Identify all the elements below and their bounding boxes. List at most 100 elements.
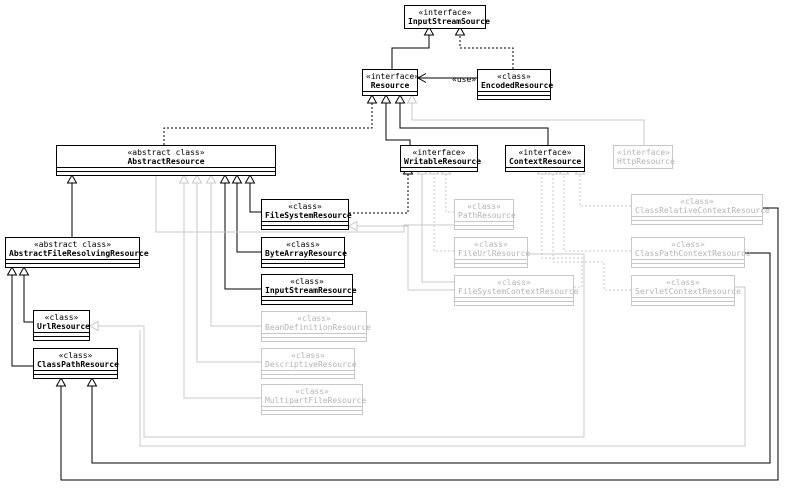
node-beandefinitionresource[interactable]: «class»BeanDefinitionResource — [261, 311, 371, 342]
edge-extends — [357, 225, 454, 291]
node-stereotype: «class» — [474, 240, 508, 249]
node-member-section — [478, 91, 550, 95]
edge-label: «use» — [452, 75, 477, 84]
node-stereotype: «interface» — [366, 72, 419, 81]
node-stereotype: «class» — [497, 278, 531, 287]
node-urlresource[interactable]: «class»UrlResource — [33, 310, 90, 341]
node-header: «interface»HttpResource — [614, 146, 675, 168]
node-member-section — [632, 301, 734, 305]
node-contextresource[interactable]: «interface»ContextResource — [505, 145, 585, 172]
inheritance-arrowhead — [244, 173, 256, 184]
edge-implements — [579, 174, 631, 207]
node-httpresource[interactable]: «interface»HttpResource — [613, 145, 675, 169]
node-name: WritableResource — [404, 157, 482, 166]
node-classrelativecontextresource[interactable]: «class»ClassRelativeContextResource — [631, 194, 770, 225]
node-multipartfileresource[interactable]: «class»MultipartFileResource — [261, 384, 366, 415]
node-stereotype: «class» — [666, 278, 700, 287]
edge-implements — [445, 174, 454, 213]
node-classpathcontextresource[interactable]: «class»ClassPathContextResource — [631, 237, 751, 268]
node-stereotype: «interface» — [412, 148, 466, 157]
node-header: «abstract class»AbstractResource — [57, 146, 275, 167]
node-member-section — [455, 225, 513, 229]
node-member-section — [34, 336, 89, 340]
node-member-section — [478, 95, 550, 99]
node-header: «class»UrlResource — [34, 311, 90, 332]
node-header: «abstract class»AbstractFileResolvingRes… — [6, 238, 149, 259]
node-stereotype: «class» — [44, 313, 79, 322]
node-stereotype: «class» — [295, 387, 329, 396]
node-member-section — [34, 374, 117, 378]
edge-extends — [249, 183, 261, 213]
node-member-section — [632, 220, 762, 224]
node-stereotype: «interface» — [518, 148, 572, 157]
node-fileurlresource[interactable]: «class»FileUrlResource — [454, 237, 531, 268]
node-bytearrayresource[interactable]: «class»ByteArrayResource — [261, 237, 347, 268]
node-abstractfileresolvingresource[interactable]: «abstract class»AbstractFileResolvingRes… — [5, 237, 149, 268]
node-inputstreamsource[interactable]: «interface»InputStreamSource — [404, 5, 490, 29]
node-name: AbstractFileResolvingResource — [9, 249, 149, 258]
node-member-section — [262, 333, 366, 337]
inheritance-arrowhead — [231, 173, 243, 184]
node-member-section — [506, 167, 584, 171]
node-stereotype: «interface» — [617, 148, 670, 157]
node-member-section — [632, 297, 734, 301]
node-header: «class»ClassPathContextResource — [632, 238, 751, 259]
edge-extends — [224, 183, 261, 290]
node-stereotype: «class» — [467, 202, 501, 211]
node-header: «class»FileSystemResource — [262, 200, 352, 221]
inheritance-arrowhead — [18, 265, 30, 276]
node-member-section — [262, 300, 352, 304]
node-name: ClassPathContextResource — [635, 249, 751, 258]
edge-extends — [411, 103, 645, 145]
node-header: «class»ClassRelativeContextResource — [632, 195, 770, 216]
dependency-arrowhead — [416, 73, 427, 83]
node-header: «class»ByteArrayResource — [262, 238, 347, 259]
node-name: ClassRelativeContextResource — [635, 206, 770, 215]
node-filesystemcontextresource[interactable]: «class»FileSystemContextResource — [454, 275, 578, 306]
node-header: «interface»ContextResource — [506, 146, 584, 167]
node-filesystemresource[interactable]: «class»FileSystemResource — [261, 199, 352, 230]
node-header: «interface»Resource — [363, 70, 419, 91]
node-header: «class»MultipartFileResource — [262, 385, 366, 406]
node-pathresource[interactable]: «class»PathResource — [454, 199, 516, 230]
node-member-section — [262, 259, 344, 263]
node-name: FileUrlResource — [458, 249, 531, 258]
edge-extends — [196, 183, 261, 363]
node-member-section — [363, 91, 417, 95]
node-stereotype: «class» — [291, 351, 325, 360]
edge-extends — [11, 275, 33, 367]
node-name: ByteArrayResource — [265, 249, 347, 258]
node-name: AbstractResource — [127, 157, 205, 166]
node-writableresource[interactable]: «interface»WritableResource — [400, 145, 482, 172]
inheritance-arrowhead — [205, 173, 217, 184]
edge-implements — [541, 174, 583, 288]
node-header: «interface»WritableResource — [401, 146, 482, 167]
inheritance-arrowhead — [406, 93, 418, 104]
node-member-section — [262, 225, 348, 229]
node-name: InputStreamSource — [408, 17, 490, 26]
node-resource[interactable]: «interface»Resource — [362, 69, 419, 96]
node-name: ServletContextResource — [635, 287, 741, 296]
node-header: «class»DescriptiveResource — [262, 349, 357, 370]
node-member-section — [262, 296, 352, 300]
node-encodedresource[interactable]: «class»EncodedResource — [477, 69, 553, 100]
node-abstractresource[interactable]: «abstract class»AbstractResource — [56, 145, 276, 176]
node-name: ClassPathResource — [37, 360, 119, 369]
node-member-section — [262, 221, 348, 225]
inheritance-arrowhead — [55, 376, 67, 387]
node-name: HttpResource — [617, 157, 675, 166]
node-member-section — [262, 410, 362, 414]
edge-extends — [183, 183, 261, 399]
node-header: «class»PathResource — [455, 200, 516, 221]
node-servletcontextresource[interactable]: «class»ServletContextResource — [631, 275, 741, 306]
node-member-section — [455, 297, 573, 301]
node-classpathresource[interactable]: «class»ClassPathResource — [33, 348, 119, 379]
node-member-section — [455, 221, 513, 225]
node-member-section — [262, 406, 362, 410]
node-name: BeanDefinitionResource — [265, 323, 371, 332]
inheritance-arrowhead — [219, 173, 231, 184]
node-member-section — [632, 259, 744, 263]
node-descriptiveresource[interactable]: «class»DescriptiveResource — [261, 348, 357, 379]
node-member-section — [262, 337, 366, 341]
node-inputstreamresource[interactable]: «class»InputStreamResource — [261, 274, 357, 305]
